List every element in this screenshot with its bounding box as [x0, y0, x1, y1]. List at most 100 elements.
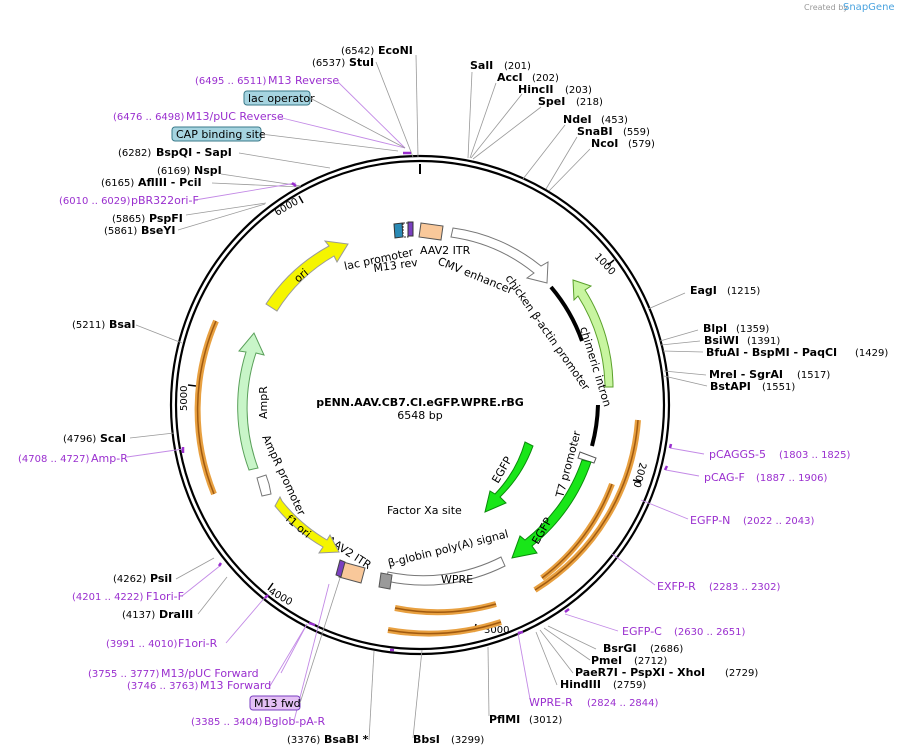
- plasmid-name: pENN.AAV.CB7.CI.eGFP.WPRE.rBG: [316, 396, 524, 409]
- primer-f1ori-f: (4201 .. 4222) F1ori-F: [72, 590, 184, 603]
- primer-exfp-r: EXFP-R (2283 .. 2302): [657, 580, 781, 593]
- intron-end-bar: [590, 404, 600, 447]
- enzyme-bfuai-bspmi-paqci: BfuAI - BspMI - PaqCI (1429): [706, 346, 888, 359]
- svg-text:DraIII: DraIII: [159, 608, 193, 621]
- egfp-inner-shape: [484, 441, 534, 513]
- svg-text:SnaBI: SnaBI: [577, 125, 613, 138]
- svg-text:(1215): (1215): [727, 286, 760, 297]
- enzyme-bstapi: BstAPI (1551): [710, 380, 795, 393]
- primer-ticks: [181, 151, 673, 652]
- svg-text:(1803 .. 1825): (1803 .. 1825): [779, 450, 851, 461]
- svg-text:(2729): (2729): [725, 668, 758, 679]
- enzyme-snabi: SnaBI (559): [577, 125, 650, 138]
- svg-text:HindIII: HindIII: [560, 678, 601, 691]
- svg-text:(3012): (3012): [529, 715, 562, 726]
- svg-text:Bglob-pA-R: Bglob-pA-R: [264, 715, 326, 728]
- svg-text:(203): (203): [565, 85, 592, 96]
- svg-text:BbsI: BbsI: [413, 733, 440, 746]
- svg-text:(6169): (6169): [157, 166, 190, 177]
- chimeric-intron-shape: [572, 279, 614, 388]
- enzyme-stui: (6537) StuI: [312, 56, 374, 69]
- aav2-itr-top-shape: [418, 222, 444, 241]
- svg-text:(218): (218): [576, 97, 603, 108]
- svg-text:(1887 .. 1906): (1887 .. 1906): [756, 473, 828, 484]
- ori-shape: [265, 240, 349, 312]
- pcag-arc-outer: [533, 419, 641, 593]
- enzyme-mrei-sgrai: MreI - SgrAI (1517): [709, 368, 830, 381]
- svg-text:(2283 .. 2302): (2283 .. 2302): [709, 582, 781, 593]
- aav2-itr-top-label: AAV2 ITR: [420, 244, 471, 257]
- svg-text:(3746 .. 3763): (3746 .. 3763): [127, 681, 199, 692]
- svg-text:(6476 .. 6498): (6476 .. 6498): [113, 112, 185, 123]
- svg-text:BlpI: BlpI: [703, 322, 727, 335]
- svg-text:(4201 .. 4222): (4201 .. 4222): [72, 592, 144, 603]
- enzyme-nspi: (6169) NspI: [157, 164, 222, 177]
- enzyme-hindiii: HindIII (2759): [560, 678, 646, 691]
- svg-text:pCAGGS-5: pCAGGS-5: [709, 448, 766, 461]
- enzyme-bseyi: (5861) BseYI: [104, 224, 175, 237]
- svg-text:Amp-R: Amp-R: [91, 452, 128, 465]
- boxed-leaders: [260, 97, 406, 704]
- svg-text:(559): (559): [623, 127, 650, 138]
- svg-text:(5865): (5865): [112, 214, 145, 225]
- svg-text:(201): (201): [504, 61, 531, 72]
- leader-lines: [129, 54, 708, 741]
- svg-text:PsiI: PsiI: [150, 572, 172, 585]
- tick-2000: 2000: [631, 461, 648, 488]
- svg-text:(4137): (4137): [122, 610, 155, 621]
- enzyme-ncoi: NcoI (579): [591, 137, 655, 150]
- svg-text:(3299): (3299): [451, 735, 484, 746]
- svg-text:(5861): (5861): [104, 226, 137, 237]
- svg-text:(2824 .. 2844): (2824 .. 2844): [587, 698, 659, 709]
- svg-text:BsaBI *: BsaBI *: [324, 733, 369, 746]
- svg-text:(4796): (4796): [63, 434, 96, 445]
- primer-pbr322ori-f: (6010 .. 6029) pBR322ori-F: [59, 194, 199, 207]
- svg-text:EcoNI: EcoNI: [378, 44, 413, 57]
- egfp-outer-shape: [511, 459, 592, 559]
- svg-text:(2022 .. 2043): (2022 .. 2043): [743, 516, 815, 527]
- svg-text:BfuAI - BspMI - PaqCI: BfuAI - BspMI - PaqCI: [706, 346, 837, 359]
- primer-m13-reverse: (6495 .. 6511) M13 Reverse: [195, 74, 339, 87]
- primer-labels: (6495 .. 6511) M13 Reverse (6476 .. 6498…: [18, 74, 851, 728]
- svg-text:5000: 5000: [179, 386, 190, 411]
- svg-text:SpeI: SpeI: [538, 95, 565, 108]
- enzyme-eagi: EagI (1215): [690, 284, 760, 297]
- primer-bglob-pa-r: (3385 .. 3404) Bglob-pA-R: [191, 715, 326, 728]
- tick-6000: 6000: [273, 195, 304, 219]
- lac-operator-shape: [402, 222, 409, 238]
- enzyme-bsabi: (3376) BsaBI *: [287, 733, 369, 746]
- lac-operator-box: lac operator: [243, 90, 315, 106]
- t7-promoter-shape: [577, 451, 597, 464]
- primer-pcag-f: pCAG-F (1887 .. 1906): [704, 471, 828, 484]
- enzyme-blpi: BlpI (1359): [703, 322, 769, 335]
- svg-text:(1359): (1359): [736, 324, 769, 335]
- wpre-shape: [385, 556, 506, 586]
- ampr-promoter-shape: [256, 474, 272, 497]
- cmv-enhancer-label: CMV enhancer: [436, 255, 515, 297]
- svg-text:(1429): (1429): [855, 348, 888, 359]
- svg-text:PaeR7I - PspXI - XhoI: PaeR7I - PspXI - XhoI: [575, 666, 705, 679]
- svg-text:EGFP-C: EGFP-C: [622, 625, 662, 638]
- svg-text:ScaI: ScaI: [100, 432, 126, 445]
- svg-text:M13 Reverse: M13 Reverse: [268, 74, 339, 87]
- primer-amp-r: (4708 .. 4727) Amp-R: [18, 452, 128, 465]
- pcag-arc: [534, 419, 639, 591]
- m13-fwd-box: M13 fwd: [249, 695, 301, 711]
- egfp-outer-label: EGFP: [529, 515, 555, 546]
- enzyme-afliii-pcii: (6165) AflIII - PciI: [101, 176, 202, 189]
- svg-text:(6165): (6165): [101, 178, 134, 189]
- primer-f1ori-r: (3991 .. 4010) F1ori-R: [106, 637, 218, 650]
- svg-text:BsrGI: BsrGI: [603, 642, 636, 655]
- svg-text:(2712): (2712): [634, 656, 667, 667]
- cap-binding-site-box: CAP binding site: [171, 126, 266, 142]
- enzyme-psii: (4262) PsiI: [113, 572, 172, 585]
- svg-text:CAP binding site: CAP binding site: [176, 128, 266, 141]
- primer-m13-puc-forward: (3755 .. 3777) M13/pUC Forward: [88, 667, 259, 680]
- svg-text:(1517): (1517): [797, 370, 830, 381]
- tick-5000: 5000: [179, 384, 197, 411]
- primer-egfp-n: EGFP-N (2022 .. 2043): [690, 514, 815, 527]
- boxed-labels: lac operator CAP binding site M13 fwd: [171, 90, 315, 711]
- enzyme-pspfi: (5865) PspFI: [112, 212, 183, 225]
- svg-text:(3991 .. 4010): (3991 .. 4010): [106, 639, 178, 650]
- enzyme-bbsi: BbsI (3299): [413, 733, 484, 746]
